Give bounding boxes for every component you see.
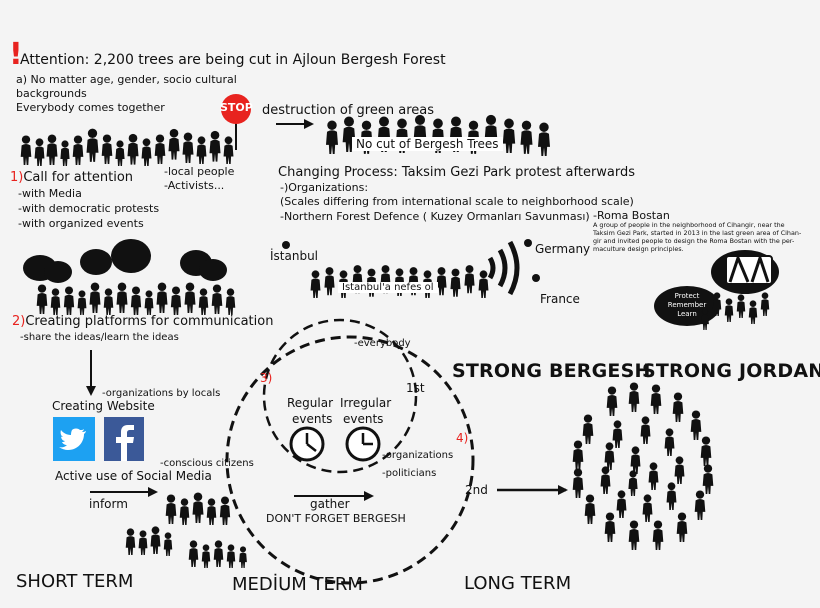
intro-line1: a) No matter age, gender, socio cultural — [16, 73, 237, 86]
attention-mark: ! — [9, 37, 23, 72]
intro-line2: backgrounds — [16, 87, 87, 100]
roma-bostan-group — [654, 250, 779, 330]
strong-jordan: STRONG JORDAN — [642, 360, 820, 382]
circle-first: 1st — [406, 381, 425, 395]
social-conscious: -conscious citizens — [160, 458, 254, 469]
term-medium: MEDİUM TERM — [232, 574, 363, 595]
step1-number: 1) — [10, 170, 24, 185]
roma-desc4: maculture design principles. — [593, 245, 684, 253]
strong-bergesh: STRONG BERGESH — [452, 360, 651, 382]
changing-line2: (Scales differing from international sca… — [280, 195, 634, 208]
no-cut-banner: No cut of Bergesh Trees — [352, 137, 503, 151]
step3-number: 3) — [260, 371, 273, 385]
changing-line3: -Northern Forest Defence ( Kuzey Ormanla… — [280, 210, 590, 223]
social-label: Active use of Social Media — [55, 469, 212, 483]
page-title: Attention: 2,200 trees are being cut in … — [20, 52, 446, 68]
website-label: Creating Website — [52, 399, 155, 413]
roma-bubble-remember: Remember — [667, 301, 707, 310]
signal-waves-icon — [487, 240, 520, 296]
term-long: LONG TERM — [464, 573, 572, 594]
roma-bubble: Protect Remember Learn — [664, 292, 710, 319]
crowd-everybody — [20, 128, 234, 166]
changing-line1: -)Organizations: — [280, 181, 369, 194]
clock-icon-regular — [289, 426, 325, 462]
inform-label: inform — [89, 497, 128, 511]
regular-events-line2: events — [292, 412, 333, 426]
people-label-local: -local people — [164, 165, 235, 178]
circle-second: 2nd — [465, 483, 488, 497]
clock-icon-irregular — [345, 426, 381, 462]
roma-desc3: gir and invited people to design the Rom… — [593, 237, 795, 245]
roma-desc1: A group of people in the neighborhood of… — [593, 221, 785, 229]
facebook-f-icon — [116, 425, 134, 461]
roma-bubble-protect: Protect — [674, 292, 700, 300]
place-france: France — [540, 292, 580, 306]
step1-item: -with organized events — [18, 217, 144, 230]
roma-desc2: Taksim Gezi Park, started in 2013 in the… — [593, 229, 802, 237]
irregular-events-line2: events — [343, 412, 384, 426]
crowd-spiral — [572, 382, 714, 550]
destruction-label: destruction of green areas — [262, 103, 434, 118]
dashed-circles — [225, 318, 475, 585]
circle-everybody: -everybody — [354, 338, 411, 349]
facebook-icon[interactable] — [104, 417, 144, 461]
stop-sign-icon — [221, 94, 251, 150]
irregular-events-line1: Irregular — [340, 396, 392, 410]
roma-title: -Roma Bostan — [593, 209, 670, 222]
dont-forget-label: DON'T FORGET BERGESH — [266, 512, 406, 525]
term-short: SHORT TERM — [16, 571, 134, 592]
istanbul-dot — [282, 241, 290, 249]
step1-item: -with Media — [18, 187, 82, 200]
step1-label: Call for attention — [23, 170, 134, 185]
changing-title: Changing Process: Taksim Gezi Park prote… — [278, 165, 636, 180]
roma-bubble-learn: Learn — [677, 310, 697, 319]
regular-events-line1: Regular — [287, 396, 334, 410]
intro-line3: Everybody comes together — [16, 101, 165, 114]
people-label-activists: -Activists... — [164, 179, 225, 192]
crowd-platforms — [23, 239, 236, 315]
istanbul-banner: İstanbul'a nefes ol — [338, 282, 438, 293]
crowd-social — [125, 492, 247, 568]
twitter-bird-icon — [59, 428, 86, 450]
gather-label: gather — [310, 497, 350, 511]
step2-label: Creating platforms for communication — [25, 314, 274, 329]
place-istanbul: İstanbul — [270, 249, 319, 263]
twitter-icon[interactable] — [53, 417, 95, 461]
step1-item: -with democratic protests — [18, 202, 160, 215]
step2-number: 2) — [12, 314, 26, 329]
circle-organizations: -organizations — [382, 450, 454, 461]
stop-label: STOP — [220, 101, 253, 114]
france-dot — [532, 274, 540, 282]
step2-sub: -share the ideas/learn the ideas — [20, 332, 179, 343]
germany-dot — [524, 239, 532, 247]
step4-number: 4) — [456, 431, 469, 445]
circle-politicians: -politicians — [382, 468, 437, 479]
website-orgs: -organizations by locals — [102, 388, 221, 399]
place-germany: Germany — [535, 242, 591, 256]
